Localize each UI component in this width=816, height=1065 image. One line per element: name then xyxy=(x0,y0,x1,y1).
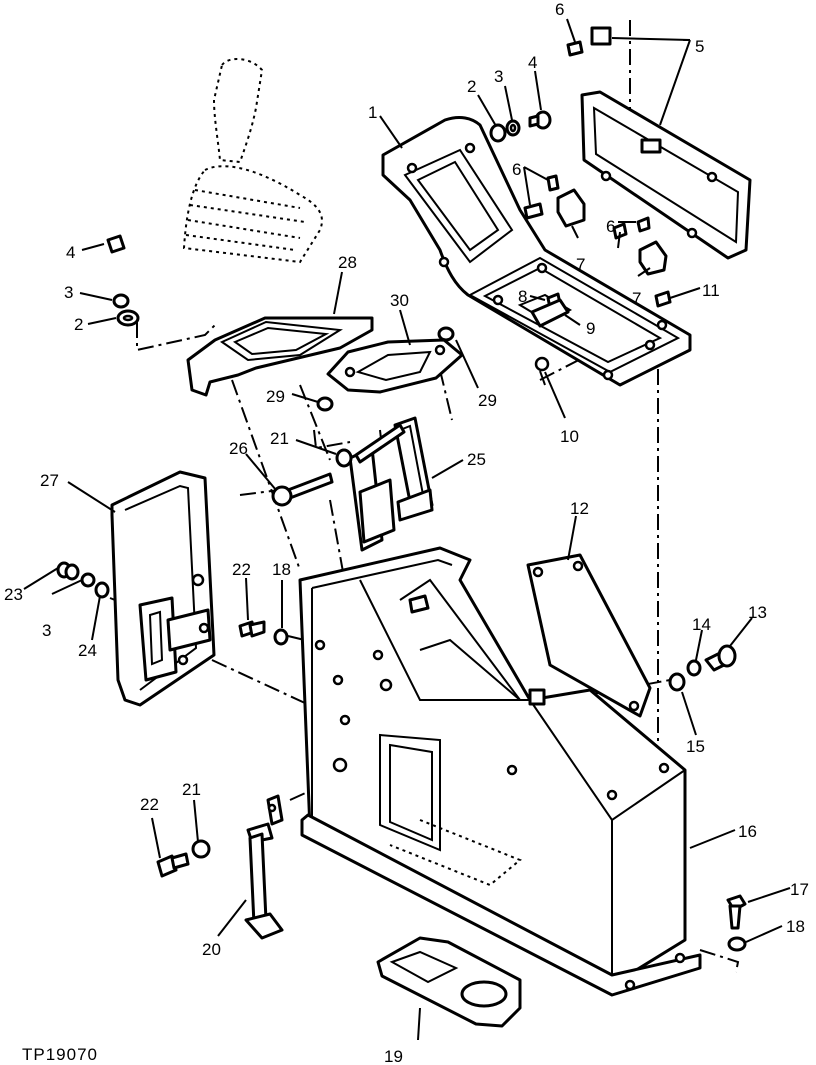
callout-5: 5 xyxy=(695,37,704,56)
callout-3: 3 xyxy=(494,67,503,86)
callout-30: 30 xyxy=(390,291,409,310)
callout-6: 6 xyxy=(555,0,564,19)
fasteners-right xyxy=(668,644,737,692)
callout-27: 27 xyxy=(40,471,59,490)
callout-3: 3 xyxy=(64,283,73,302)
callout-7: 7 xyxy=(632,289,641,308)
callout-8: 8 xyxy=(518,287,527,306)
part-29-nuts xyxy=(316,326,455,412)
callout-18: 18 xyxy=(272,560,291,579)
shift-lever-outline xyxy=(182,58,323,264)
callout-11: 11 xyxy=(702,281,720,300)
callout-2: 2 xyxy=(74,315,83,334)
fasteners-top xyxy=(489,26,672,308)
callout-28: 28 xyxy=(338,253,357,272)
callout-6: 6 xyxy=(512,160,521,179)
callout-6: 6 xyxy=(606,217,615,236)
callout-12: 12 xyxy=(570,499,589,518)
part-1-console-top xyxy=(381,116,692,387)
part-25-linkage xyxy=(348,416,434,552)
callout-13: 13 xyxy=(748,603,767,622)
part-28-plate xyxy=(186,316,374,397)
part-30-gate xyxy=(326,338,464,394)
callout-29: 29 xyxy=(478,391,497,410)
fasteners-left-mid xyxy=(56,561,110,599)
callout-17: 17 xyxy=(790,880,809,899)
callout-15: 15 xyxy=(686,737,705,756)
callout-7: 7 xyxy=(576,255,585,274)
callout-19: 19 xyxy=(384,1047,403,1065)
callout-26: 26 xyxy=(229,439,248,458)
part-16-housing xyxy=(298,546,702,997)
fasteners-left-top xyxy=(106,234,140,327)
callout-21: 21 xyxy=(182,780,201,799)
figure-id: TP19070 xyxy=(22,1045,98,1064)
leader-lines xyxy=(23,18,791,1041)
callout-22: 22 xyxy=(140,795,159,814)
callout-24: 24 xyxy=(78,641,97,660)
callout-1: 1 xyxy=(368,103,377,122)
part-27-side-panel xyxy=(110,470,216,707)
callout-29: 29 xyxy=(266,387,285,406)
callout-22: 22 xyxy=(232,560,251,579)
callout-21: 21 xyxy=(270,429,289,448)
part-21-26 xyxy=(271,448,353,507)
callout-14: 14 xyxy=(692,615,711,634)
callout-18: 18 xyxy=(786,917,805,936)
fasteners-bottom-right xyxy=(726,894,747,952)
callout-23: 23 xyxy=(4,585,23,604)
callout-16: 16 xyxy=(738,822,757,841)
callout-4: 4 xyxy=(66,243,75,262)
callout-25: 25 xyxy=(467,450,486,469)
part-8-9-10 xyxy=(530,292,570,372)
part-7-brackets xyxy=(556,188,668,276)
callout-10: 10 xyxy=(560,427,579,446)
part-20-support-rod xyxy=(244,794,284,940)
part-19-plate xyxy=(376,936,522,1028)
part-5-cover-plate xyxy=(580,90,752,260)
callout-2: 2 xyxy=(467,77,476,96)
callout-4: 4 xyxy=(528,53,537,72)
callout-20: 20 xyxy=(202,940,221,959)
callout-9: 9 xyxy=(586,319,595,338)
part-12-cover xyxy=(526,553,652,718)
fasteners-bottom-left xyxy=(156,839,211,878)
callout-labels: 6 5 2 3 4 1 6 6 7 7 8 9 11 10 4 3 2 28 3… xyxy=(4,0,809,1065)
fasteners-mid xyxy=(238,620,289,646)
callout-3: 3 xyxy=(42,621,51,640)
